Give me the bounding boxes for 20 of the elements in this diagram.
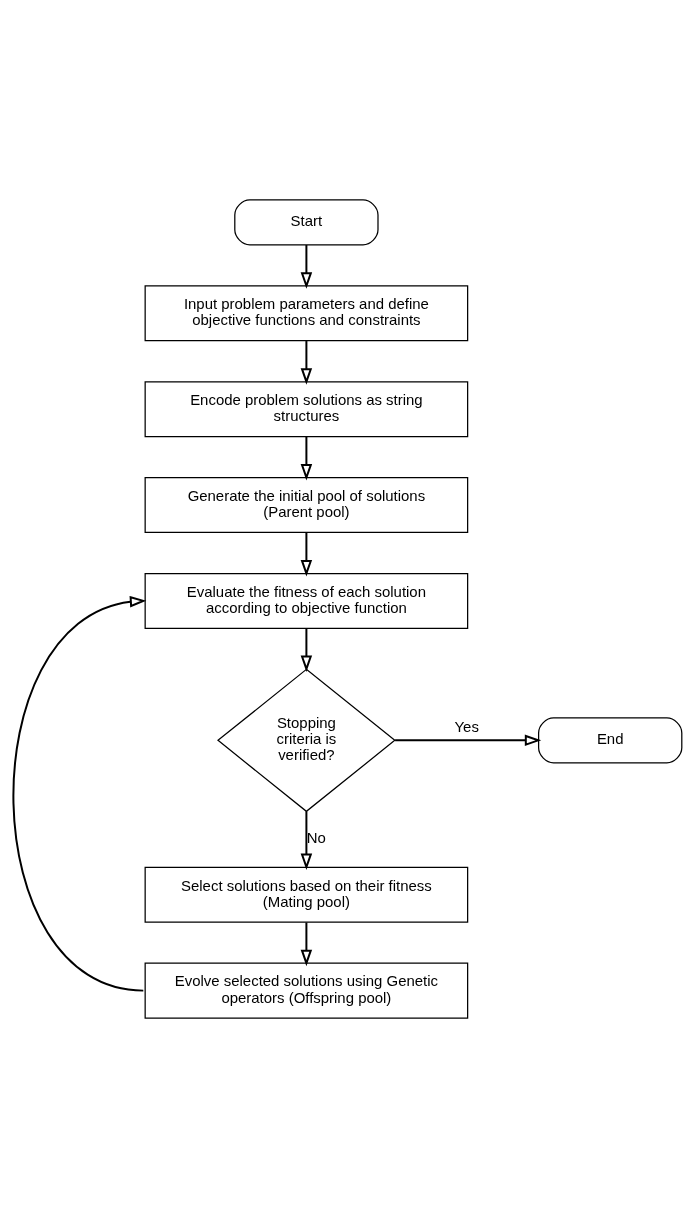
arrow xyxy=(12,595,147,992)
arrow xyxy=(300,810,313,871)
node-box: End xyxy=(538,717,683,764)
node-box: Encode problem solutions as string structures xyxy=(144,381,469,438)
node-box: Evolve selected solutions using Genetic operators (Offspring pool) xyxy=(144,962,469,1019)
node-box: Generate the initial pool of solutions (Parent pool) xyxy=(144,477,469,534)
arrow xyxy=(300,435,313,481)
node-box: Evaluate the fitness of each solution according to objective function xyxy=(144,572,469,629)
arrow xyxy=(300,340,313,385)
edge-label: Yes xyxy=(454,718,479,736)
edge-label: No xyxy=(306,829,326,847)
arrow xyxy=(300,627,313,672)
arrow xyxy=(394,734,542,747)
arrow xyxy=(300,244,313,289)
node-box: Input problem parameters and define objective functions and constraints xyxy=(144,285,469,342)
arrow xyxy=(300,921,313,967)
node-diamond: Stopping criteria is verified? xyxy=(217,668,396,813)
node-box: Select solutions based on their fitness (Mating pool) xyxy=(144,866,469,923)
arrow xyxy=(300,531,313,577)
node-box: Start xyxy=(234,199,379,246)
